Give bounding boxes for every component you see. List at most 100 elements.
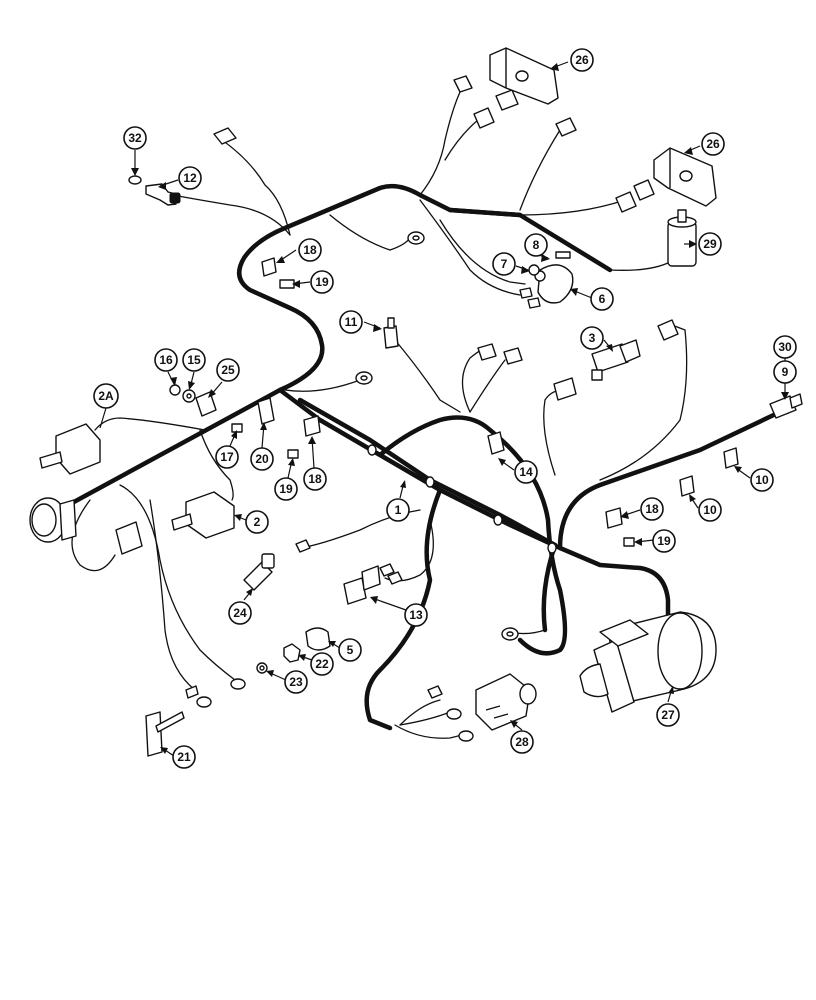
callout-12: 12 bbox=[178, 166, 202, 190]
callout-7: 7 bbox=[492, 252, 516, 276]
callout-3: 3 bbox=[580, 326, 604, 350]
callout-19-top: 19 bbox=[310, 270, 334, 294]
svg-text:10: 10 bbox=[755, 473, 769, 487]
component-solenoid-28 bbox=[475, 673, 537, 731]
svg-text:23: 23 bbox=[289, 675, 303, 689]
component-sleeve-5 bbox=[305, 627, 331, 651]
svg-text:29: 29 bbox=[703, 237, 717, 251]
component-horn-6 bbox=[534, 251, 574, 304]
svg-text:22: 22 bbox=[315, 657, 329, 671]
component-ring-32 bbox=[128, 175, 142, 185]
component-clips bbox=[257, 257, 739, 529]
svg-text:28: 28 bbox=[515, 735, 529, 749]
callout-10-right: 10 bbox=[750, 468, 774, 492]
component-lamp-26b bbox=[653, 147, 717, 207]
callout-8: 8 bbox=[524, 233, 548, 257]
callout-2a: 2A bbox=[93, 383, 119, 409]
component-nut-7 bbox=[528, 264, 540, 276]
component-ring-terminals-left bbox=[185, 678, 246, 708]
svg-text:18: 18 bbox=[308, 472, 322, 486]
component-plug-left bbox=[115, 521, 143, 555]
svg-text:26: 26 bbox=[706, 137, 720, 151]
svg-text:5: 5 bbox=[347, 643, 354, 657]
component-ring-terminal-c bbox=[501, 627, 519, 641]
callout-18-right: 18 bbox=[640, 497, 664, 521]
callout-18-top: 18 bbox=[298, 238, 322, 262]
callout-1: 1 bbox=[386, 498, 410, 522]
callout-11: 11 bbox=[339, 310, 363, 334]
callout-23: 23 bbox=[284, 670, 308, 694]
callout-10-mid: 10 bbox=[698, 498, 722, 522]
callout-18-mid: 18 bbox=[303, 467, 327, 491]
component-ground-21 bbox=[145, 711, 185, 757]
component-relay-2 bbox=[171, 491, 235, 539]
svg-text:15: 15 bbox=[187, 353, 201, 367]
branch-wires bbox=[71, 91, 688, 739]
component-pressure-switch-24 bbox=[243, 553, 275, 591]
callout-19-mid: 19 bbox=[274, 477, 298, 501]
svg-text:16: 16 bbox=[159, 353, 173, 367]
svg-text:18: 18 bbox=[303, 243, 317, 257]
component-spade-terminals-lower bbox=[295, 539, 403, 585]
component-washer-23 bbox=[256, 662, 268, 674]
svg-text:2: 2 bbox=[254, 515, 261, 529]
component-switch-3 bbox=[591, 319, 679, 381]
svg-text:27: 27 bbox=[661, 708, 675, 722]
component-connector-round bbox=[29, 497, 77, 543]
callout-15: 15 bbox=[182, 348, 206, 372]
callout-22: 22 bbox=[310, 652, 334, 676]
callout-20: 20 bbox=[250, 447, 274, 471]
callout-30: 30 bbox=[773, 335, 797, 359]
svg-text:12: 12 bbox=[183, 171, 197, 185]
callout-17: 17 bbox=[215, 445, 239, 469]
callout-6: 6 bbox=[590, 287, 614, 311]
svg-text:19: 19 bbox=[279, 482, 293, 496]
component-connectors-mid bbox=[477, 343, 577, 401]
component-nut-22 bbox=[283, 643, 301, 663]
callout-25: 25 bbox=[216, 358, 240, 382]
component-plug-top-left bbox=[213, 127, 237, 145]
component-spade-terminals bbox=[519, 287, 541, 309]
component-relay-2a bbox=[39, 423, 101, 475]
svg-text:24: 24 bbox=[233, 606, 247, 620]
svg-text:8: 8 bbox=[533, 238, 540, 252]
component-sender-13 bbox=[343, 565, 381, 605]
callout-29: 29 bbox=[698, 232, 722, 256]
callout-14: 14 bbox=[514, 460, 538, 484]
component-sender-12 bbox=[145, 183, 181, 206]
callout-19-right: 19 bbox=[652, 529, 676, 553]
callout-5: 5 bbox=[338, 638, 362, 662]
svg-text:21: 21 bbox=[177, 750, 191, 764]
svg-text:25: 25 bbox=[221, 363, 235, 377]
callout-24: 24 bbox=[228, 601, 252, 625]
svg-text:30: 30 bbox=[778, 340, 792, 354]
svg-text:7: 7 bbox=[501, 257, 508, 271]
callout-2: 2 bbox=[245, 510, 269, 534]
component-ring-terminal-a bbox=[407, 231, 425, 245]
svg-text:10: 10 bbox=[703, 503, 717, 517]
svg-text:32: 32 bbox=[128, 131, 142, 145]
svg-text:6: 6 bbox=[599, 292, 606, 306]
component-sensor-11 bbox=[383, 317, 399, 349]
svg-text:18: 18 bbox=[645, 502, 659, 516]
harness-bands bbox=[367, 444, 557, 554]
component-ring-terminal-b bbox=[355, 371, 373, 385]
callout-26-top: 26 bbox=[570, 48, 594, 72]
callout-28: 28 bbox=[510, 730, 534, 754]
callout-9: 9 bbox=[773, 360, 797, 384]
svg-text:2A: 2A bbox=[98, 389, 114, 403]
callout-21: 21 bbox=[172, 745, 196, 769]
callout-27: 27 bbox=[656, 703, 680, 727]
component-coil-29 bbox=[667, 209, 697, 267]
svg-text:19: 19 bbox=[315, 275, 329, 289]
component-connectors-top bbox=[453, 75, 655, 213]
svg-text:11: 11 bbox=[345, 315, 358, 329]
svg-text:20: 20 bbox=[255, 452, 269, 466]
component-terminals-28-side bbox=[427, 685, 474, 742]
callout-26-right: 26 bbox=[701, 132, 725, 156]
component-washers-16-15 bbox=[169, 384, 196, 403]
component-lamp-26a bbox=[489, 47, 559, 105]
component-bracket-25 bbox=[195, 391, 217, 417]
svg-text:3: 3 bbox=[589, 331, 596, 345]
